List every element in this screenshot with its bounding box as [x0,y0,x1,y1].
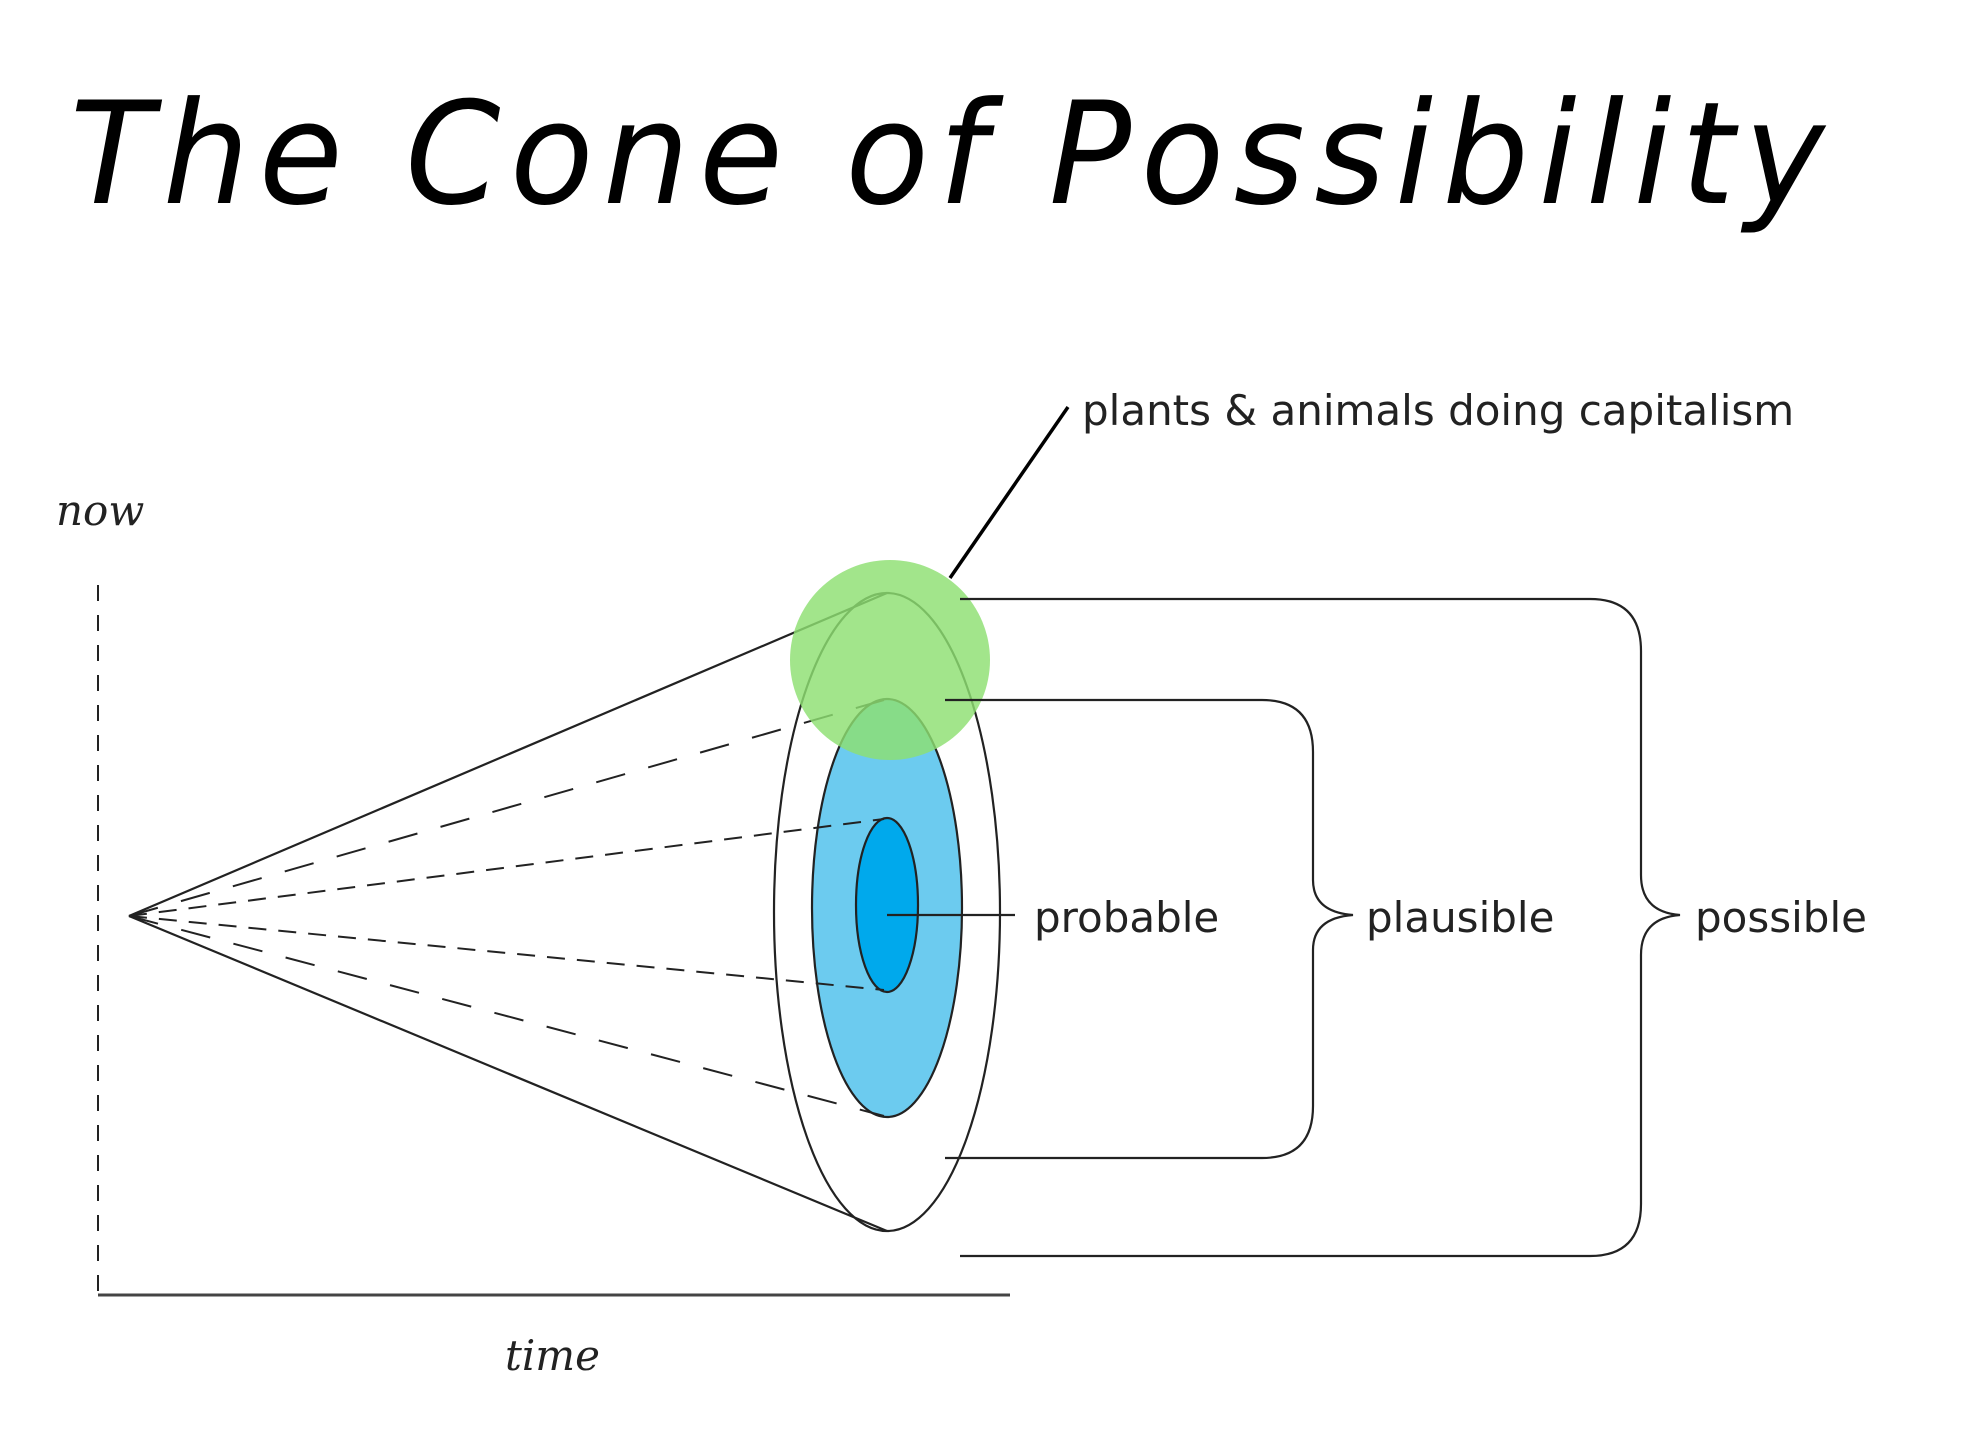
plausible-upper-dash [128,699,885,917]
plausible-label: plausible [1366,893,1554,942]
cone-upper-edge [128,591,888,918]
plausible-bracket [945,698,1354,1160]
now-label: now [56,486,144,535]
cone-lower-edge [128,914,888,1233]
callout-leader-line [948,406,1070,579]
time-label: time [505,1331,600,1380]
possible-label: possible [1695,893,1867,942]
possible-bracket [960,597,1681,1258]
probable-lower-dash [128,915,885,991]
page-title: The Cone of Possibility [70,72,1835,237]
callout-label: plants & animals doing capitalism [1082,386,1794,435]
plausible-lower-dash [128,915,885,1117]
callout-circle [790,560,990,760]
probable-ellipse [854,816,920,994]
probable-label: probable [1034,893,1219,942]
probable-upper-dash [128,818,885,917]
